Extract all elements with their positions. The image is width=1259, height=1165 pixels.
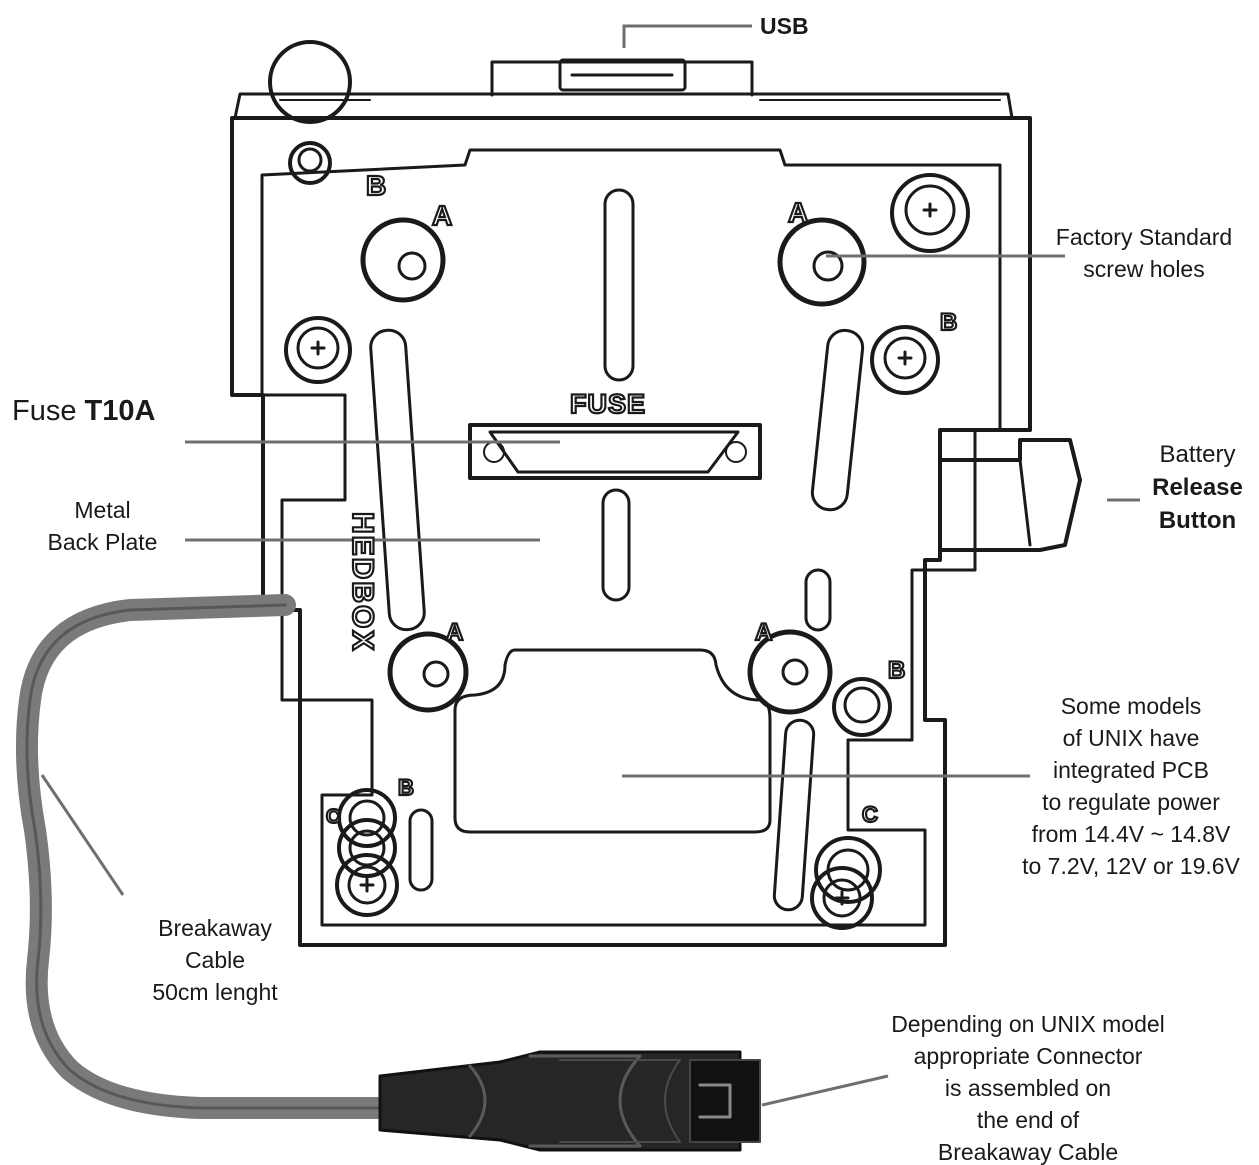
- fuse-rating: T10A: [84, 395, 156, 427]
- breakaway-cable: [15, 594, 391, 1119]
- slot-right-short: [804, 568, 832, 632]
- fuse-prefix: Fuse: [12, 395, 77, 427]
- slot-center-bottom: [601, 488, 631, 602]
- label-pcb-note: Some models of UNIX have integrated PCB …: [1003, 690, 1259, 882]
- label-line: is assembled on: [944, 1075, 1112, 1101]
- label-line: Depending on UNIX model: [891, 1011, 1165, 1037]
- plate-mark-a: A: [788, 197, 808, 228]
- screw-c-bottom-right-stack: [810, 836, 882, 930]
- label-line: to regulate power: [1042, 789, 1220, 815]
- screw-b-top-left: [288, 141, 332, 185]
- label-line-bold: Button: [1158, 507, 1237, 534]
- label-line: Breakaway Cable: [937, 1139, 1119, 1165]
- screw-hole-a-top-left: [360, 217, 446, 303]
- label-line: Battery: [1159, 441, 1236, 468]
- label-line: Metal: [74, 497, 131, 523]
- label-battery-release-button: Battery Release Button: [1140, 438, 1255, 537]
- label-line-bold: Release: [1152, 474, 1243, 501]
- label-line: screw holes: [1083, 256, 1205, 282]
- label-line: integrated PCB: [1053, 757, 1209, 783]
- screw-hole-a-top-right: [777, 217, 867, 307]
- label-line: appropriate Connector: [913, 1043, 1143, 1069]
- screw-c-bottom-left-stack: [335, 788, 399, 917]
- usb-housing: [490, 60, 754, 97]
- fuse-recess: [468, 423, 762, 480]
- label-line: Factory Standard: [1055, 224, 1233, 250]
- leader-breakaway-cable: [40, 774, 125, 896]
- plate-mark-b: B: [366, 170, 386, 201]
- label-line: Breakaway: [158, 915, 272, 941]
- usb-text: USB: [760, 13, 809, 39]
- screw-b-right-mid: [870, 325, 940, 395]
- leader-connector: [761, 1074, 889, 1107]
- slot-left: [369, 328, 426, 632]
- label-line: from 14.4V ~ 14.8V: [1031, 821, 1231, 847]
- slot-center-top: [603, 188, 635, 382]
- screw-b-left-mid: [284, 316, 352, 384]
- usb-port: [558, 58, 687, 92]
- label-connector-note: Depending on UNIX model appropriate Conn…: [866, 1008, 1190, 1165]
- release-button: [938, 438, 1082, 552]
- screw-b-right-low: [832, 677, 892, 737]
- slot-right-low: [772, 718, 816, 912]
- plate-mark-a: A: [446, 619, 463, 646]
- battery-cutout: [453, 648, 772, 834]
- label-factory-screw-holes: Factory Standard screw holes: [1032, 221, 1256, 285]
- label-breakaway-cable: Breakaway Cable 50cm lenght: [140, 912, 290, 1008]
- label-line: 50cm lenght: [152, 979, 278, 1005]
- xlr-connector: [378, 1050, 761, 1152]
- leader-usb: [622, 24, 752, 48]
- label-line: to 7.2V, 12V or 19.6V: [1022, 853, 1240, 879]
- plate-mark-b: B: [398, 775, 414, 800]
- plate-mark-c: C: [326, 806, 340, 828]
- plate-mark-a: A: [432, 200, 452, 231]
- slot-right: [810, 328, 865, 512]
- screw-b-top-right: [890, 173, 970, 253]
- top-connector-strip: [233, 92, 1014, 120]
- label-metal-back-plate: Metal Back Plate: [30, 494, 175, 558]
- top-knob: [268, 40, 352, 124]
- label-line: Cable: [184, 947, 246, 973]
- plate-mark-a: A: [755, 619, 772, 646]
- plate-mark-b: B: [888, 657, 905, 684]
- inner-panel: [260, 148, 1002, 927]
- label-fuse: Fuse T10A: [12, 392, 155, 430]
- plate-mark-b: B: [940, 309, 957, 336]
- screw-hole-a-bottom-right: [747, 629, 833, 715]
- label-usb: USB: [760, 10, 809, 42]
- slot-left-low: [408, 808, 434, 892]
- label-line: Back Plate: [47, 529, 158, 555]
- plate-mark-fuse: FUSE: [570, 389, 646, 419]
- label-line: Some models: [1060, 693, 1202, 719]
- screw-hole-a-bottom-left: [387, 631, 469, 713]
- label-line: the end of: [976, 1107, 1080, 1133]
- plate-mark-c: C: [862, 802, 878, 827]
- plate-mark-brand: HEDBOX: [346, 512, 379, 652]
- label-line: of UNIX have: [1062, 725, 1200, 751]
